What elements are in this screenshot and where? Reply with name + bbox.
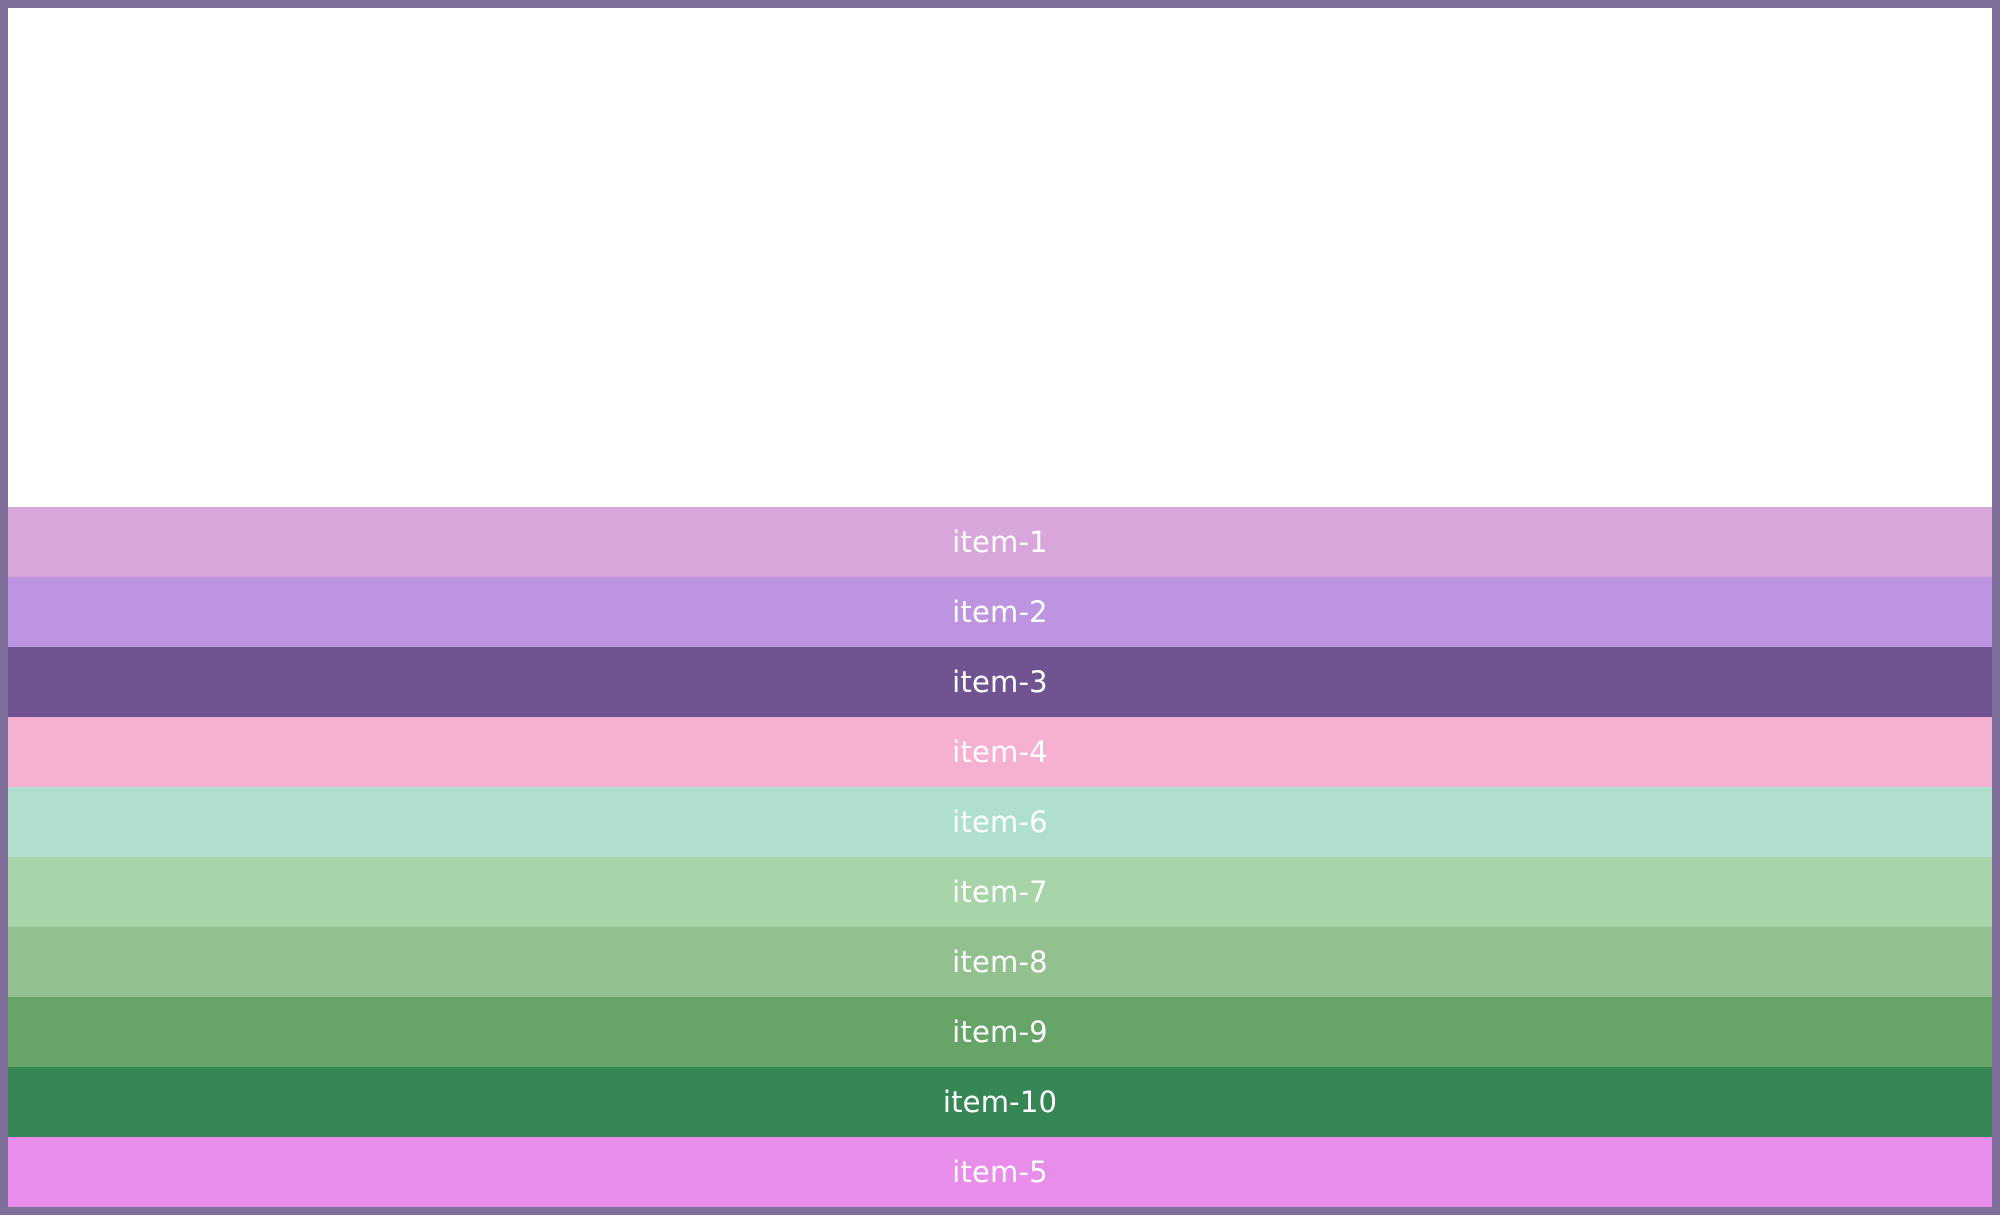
list-item-label: item-3 <box>952 664 1048 699</box>
list-item-label: item-9 <box>952 1014 1048 1049</box>
list-item[interactable]: item-4 <box>8 717 1992 787</box>
list-item[interactable]: item-10 <box>8 1067 1992 1137</box>
list-item[interactable]: item-9 <box>8 997 1992 1067</box>
list-item-label: item-1 <box>952 524 1048 559</box>
list-item[interactable]: item-1 <box>8 507 1992 577</box>
list-item[interactable]: item-3 <box>8 647 1992 717</box>
list-item[interactable]: item-8 <box>8 927 1992 997</box>
list-item-label: item-4 <box>952 734 1048 769</box>
list-item-label: item-2 <box>952 594 1048 629</box>
list-item[interactable]: item-7 <box>8 857 1992 927</box>
list-item-label: item-7 <box>952 874 1048 909</box>
list-item[interactable]: item-6 <box>8 787 1992 857</box>
list-item[interactable]: item-2 <box>8 577 1992 647</box>
list-item-label: item-6 <box>952 804 1048 839</box>
list-item[interactable]: item-5 <box>8 1137 1992 1207</box>
list-item-label: item-5 <box>952 1154 1048 1189</box>
sortable-list[interactable]: item-1 item-2 item-3 item-4 item-6 item-7 item… <box>8 507 1992 1207</box>
list-item-label: item-8 <box>952 944 1048 979</box>
list-item-label: item-10 <box>942 1084 1058 1119</box>
